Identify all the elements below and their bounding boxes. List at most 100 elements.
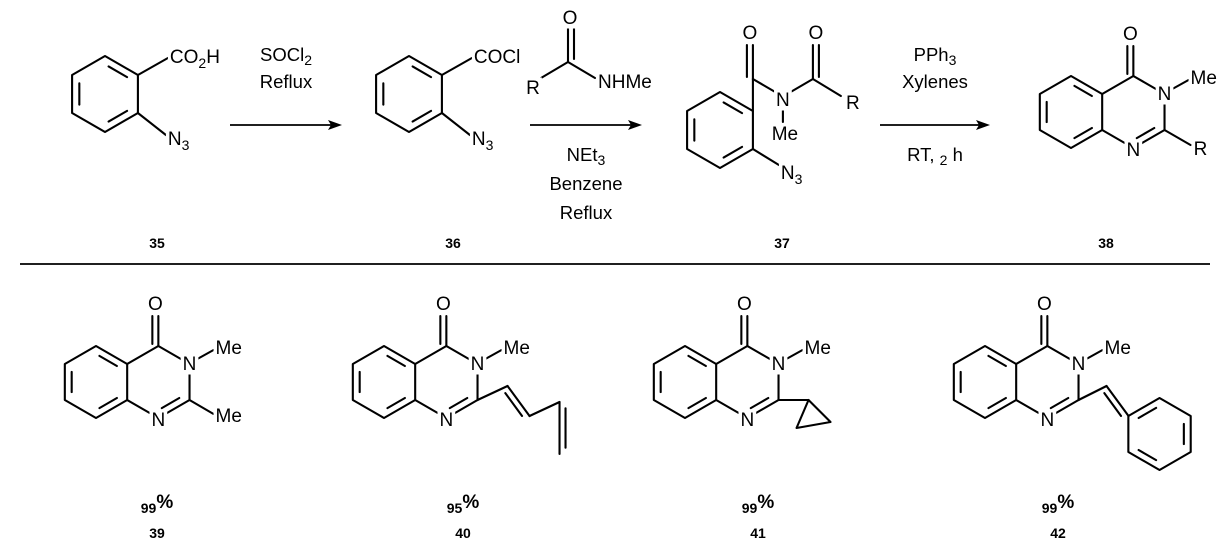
compound-41-ring — [652, 344, 718, 420]
compound-35-bond-top — [136, 56, 169, 77]
compound-42-n-me-bond — [1083, 348, 1104, 362]
compound-42-ring — [952, 344, 1018, 420]
compound-40-number: 40​ — [455, 525, 471, 541]
amide-nhme: NHMe — [598, 72, 652, 93]
compound-37-r-mask — [844, 92, 862, 114]
labels-layer: CO2​HN3​COClN3​ORNHMeONMeORN3​ONNMeRONNM… — [141, 7, 1219, 541]
compound-38-r: R — [1194, 139, 1208, 160]
compound-39-n3-mask — [180, 353, 199, 375]
compound-40-inner-double-0 — [386, 354, 406, 368]
compound-35-azide: N3​ — [168, 129, 190, 154]
compound-41-oxygen-mask — [734, 293, 754, 315]
compound-39-n-methyl-mask — [213, 337, 244, 359]
compound-40-inner-double-1 — [386, 396, 406, 410]
amide-r-mask — [524, 77, 542, 99]
compound-38-n3-mask — [1155, 83, 1174, 105]
arrow-3-reagent-1: PPh3​ — [914, 44, 957, 69]
compound-36-ring — [375, 54, 443, 134]
compound-39-oxygen: O — [148, 294, 163, 315]
compound-38-n1: N — [1126, 140, 1140, 161]
amide-r: R — [526, 78, 540, 99]
compound-38-number: 38​ — [1098, 235, 1114, 251]
compound-42-yield: 99​% — [1042, 492, 1075, 517]
compound-39-oxygen-mask — [145, 293, 165, 315]
compound-40-n3: N — [471, 354, 485, 375]
compound-38-n-methyl-mask — [1188, 67, 1219, 89]
compound-38-oxygen-mask — [1120, 23, 1140, 45]
compound-38-inner-double-1 — [1073, 126, 1093, 140]
compound-35-ring — [71, 54, 139, 134]
compound-37-nitrogen: N — [776, 90, 790, 111]
compound-38-n-methyl: Me — [1191, 68, 1217, 89]
compound-37-n-c2 — [787, 77, 814, 95]
arrow-1-reagent-2: Reflux — [260, 71, 313, 92]
compound-41-number: 41​ — [750, 525, 766, 541]
compound-42-inner-double-0 — [987, 354, 1007, 368]
compound-40-c2-n1-double — [448, 396, 469, 410]
compound-40-n-methyl-mask — [501, 337, 532, 359]
compound-39-ring — [63, 344, 129, 420]
arrow-2-condition-3: Reflux — [560, 202, 613, 223]
compound-42-c2-n1-double — [1049, 396, 1070, 410]
compound-37-r: R — [846, 93, 860, 114]
compound-42-oxygen: O — [1037, 294, 1052, 315]
compound-39-inner-double-1 — [98, 396, 118, 410]
compound-37-bond-azide — [751, 147, 780, 167]
compound-36-inner-double-0 — [411, 65, 433, 79]
compound-39-inner-double-0 — [98, 354, 118, 368]
compound-40-n1: N — [439, 410, 453, 431]
compound-41-oxygen: O — [737, 294, 752, 315]
compound-35-inner-double-1 — [107, 109, 129, 123]
compound-37-inner-double-0 — [722, 101, 744, 115]
arrow-1-head — [328, 120, 342, 130]
compound-42-phenyl-inner-double-2 — [1137, 406, 1158, 420]
compound-42-n3: N — [1072, 354, 1086, 375]
compound-42-n-methyl-mask — [1102, 337, 1133, 359]
compound-35-top-substituent-mask — [167, 46, 222, 71]
compound-36-azide-mask — [469, 128, 496, 153]
compound-41-n-methyl: Me — [805, 338, 831, 359]
compound-35-inner-double-0 — [107, 65, 129, 79]
compound-40-chain-3 — [528, 400, 561, 418]
compound-37-c-n — [751, 77, 778, 95]
arrow-3-reagent-2: Xylenes — [902, 71, 968, 92]
compound-41-n3: N — [772, 354, 786, 375]
compound-39-n3: N — [183, 354, 197, 375]
compound-38-n3: N — [1158, 84, 1172, 105]
compound-37-c-r — [811, 77, 842, 98]
arrow-3-condition-1: RT, 2​ h — [907, 144, 963, 169]
compound-39-yield: 99​% — [141, 492, 174, 517]
compound-37-methyl-mask — [769, 123, 801, 145]
compound-39-n1-mask — [149, 409, 168, 431]
compound-38-n1-mask — [1124, 139, 1143, 161]
compound-42-oxygen-mask — [1034, 293, 1054, 315]
arrow-2-condition-1: NEt3​ — [567, 144, 606, 169]
compound-41-cyclopropane — [795, 398, 832, 430]
compound-39-c2-n1-double — [160, 396, 181, 410]
compound-41-c4a-c4 — [715, 344, 749, 366]
compound-40-chain-2-double — [504, 392, 524, 417]
compound-37-oxygen-2-mask — [806, 22, 826, 44]
compound-36-bond-top — [440, 56, 473, 77]
compound-40-oxygen: O — [436, 294, 451, 315]
compound-39-n1: N — [151, 410, 165, 431]
amide-c-r — [539, 60, 570, 80]
compound-41-inner-double-0 — [687, 354, 707, 368]
compound-42-number: 42​ — [1050, 525, 1066, 541]
compound-37-inner-double-1 — [722, 145, 744, 159]
compound-41-n3-mask — [769, 353, 788, 375]
compound-40-n1-mask — [437, 409, 456, 431]
compound-35-top-substituent: CO2​H — [170, 47, 220, 72]
arrow-2-condition-2: Benzene — [549, 173, 622, 194]
compound-37-methyl: Me — [772, 124, 798, 145]
arrow-3-head — [976, 120, 990, 130]
compound-42-n1: N — [1040, 410, 1054, 431]
compound-42-n1-mask — [1038, 409, 1057, 431]
compound-39-number: 39​ — [149, 525, 165, 541]
bonds-layer — [20, 26, 1210, 472]
compound-40-n-me-bond — [482, 348, 503, 362]
compound-37-oxygen-1: O — [743, 23, 758, 44]
compound-40-yield: 95​% — [447, 492, 480, 517]
arrow-1-reagent-1: SOCl2​ — [260, 44, 312, 69]
